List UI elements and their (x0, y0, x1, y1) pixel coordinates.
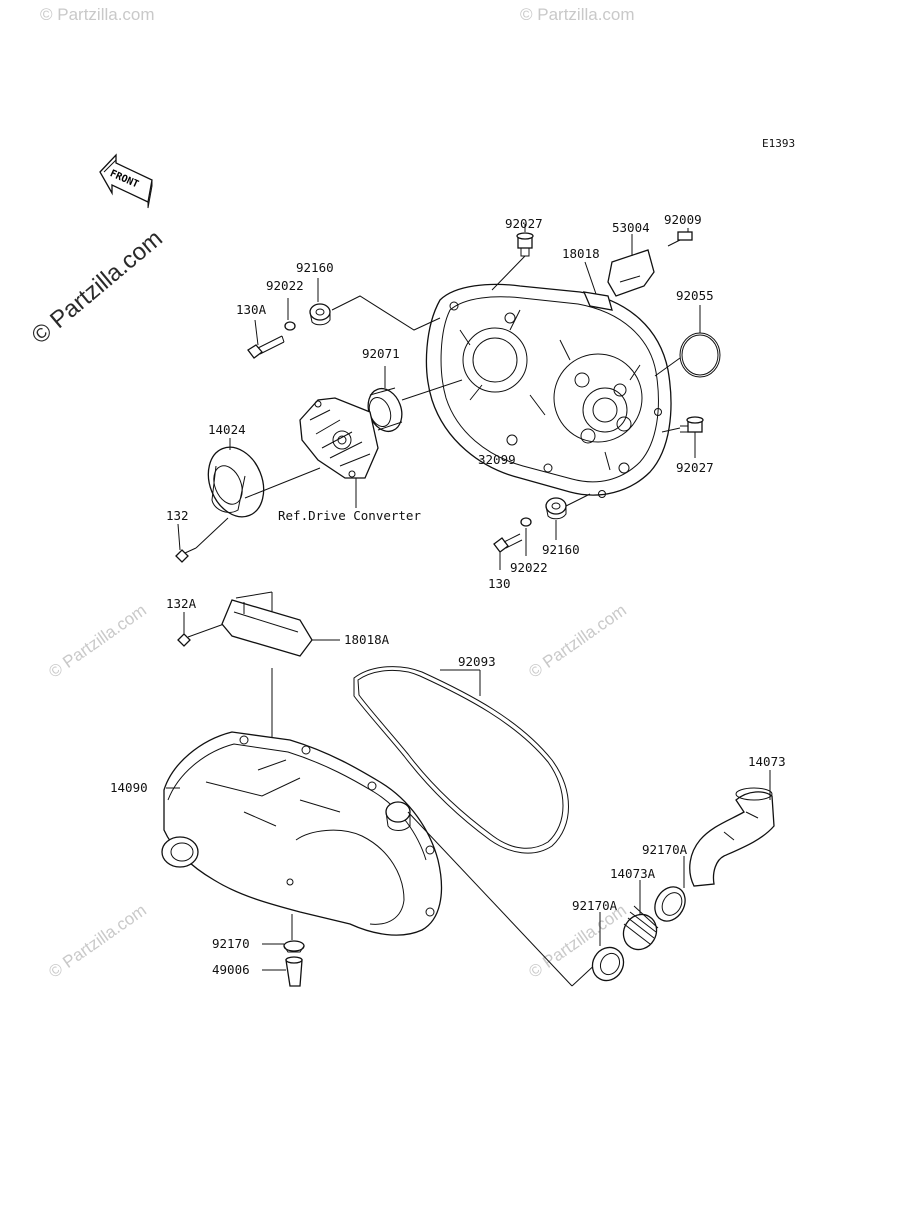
part-label[interactable]: 18018 (562, 246, 600, 261)
bolt-132[interactable] (175, 547, 197, 563)
part-label[interactable]: 130A (236, 302, 267, 317)
gasket-92093[interactable] (353, 666, 569, 854)
outer-cover-14090[interactable] (161, 731, 443, 936)
bolt-92027-right[interactable] (680, 416, 704, 433)
part-label[interactable]: 92009 (664, 212, 702, 227)
ref-note: Ref.Drive Converter (278, 508, 421, 523)
drive-converter-ref (299, 397, 379, 479)
bolt-130A[interactable] (247, 335, 285, 359)
watermark-text: © Partzilla.com (40, 5, 155, 24)
collar-92160-bottom[interactable] (545, 497, 567, 520)
part-label[interactable]: 92071 (362, 346, 400, 361)
bolt-92027-top[interactable] (516, 232, 534, 257)
bracket-18018[interactable] (582, 291, 613, 311)
washer-92022-bottom[interactable] (520, 517, 532, 527)
part-label[interactable]: 14073A (610, 866, 656, 881)
front-arrow-icon: FRONT (99, 153, 153, 209)
part-label[interactable]: 92027 (676, 460, 714, 475)
part-label[interactable]: 92093 (458, 654, 496, 669)
cover-14024[interactable] (198, 439, 273, 525)
part-label[interactable]: 92055 (676, 288, 714, 303)
watermark-text: © Partzilla.com (520, 5, 635, 24)
screw-92009[interactable] (667, 231, 693, 247)
part-label[interactable]: 92027 (505, 216, 543, 231)
bolt-132A[interactable] (177, 623, 225, 647)
part-label[interactable]: 92022 (266, 278, 304, 293)
part-label[interactable]: 92160 (542, 542, 580, 557)
watermark-text: © Partzilla.com (45, 601, 150, 682)
collar-92160-top[interactable] (309, 303, 331, 326)
washer-92022-top[interactable] (284, 321, 296, 331)
watermark-text: © Partzilla.com (525, 601, 630, 682)
part-label[interactable]: 92022 (510, 560, 548, 575)
bolt-130[interactable] (493, 533, 523, 553)
part-label[interactable]: 92170A (572, 898, 618, 913)
part-label[interactable]: 14024 (208, 422, 246, 437)
duct-14073[interactable] (689, 787, 775, 887)
inner-cover-32099[interactable] (425, 283, 672, 498)
part-label[interactable]: 53004 (612, 220, 650, 235)
part-label[interactable]: 132 (166, 508, 189, 523)
part-label[interactable]: 32099 (478, 452, 516, 467)
watermark-text: © Partzilla.com (45, 901, 150, 982)
bracket-18018A[interactable] (221, 599, 313, 657)
part-label[interactable]: 132A (166, 596, 197, 611)
plate-53004[interactable] (607, 249, 655, 297)
clamp-92170A-upper[interactable] (649, 881, 691, 926)
clamp-92170[interactable] (283, 940, 305, 953)
part-label[interactable]: 14090 (110, 780, 148, 795)
part-label[interactable]: 92160 (296, 260, 334, 275)
part-label[interactable]: 92170 (212, 936, 250, 951)
oring-92055[interactable] (679, 332, 721, 378)
part-label[interactable]: 130 (488, 576, 511, 591)
diagram-code: E1393 (762, 137, 795, 150)
partzilla-watermark: © Partzilla.com (27, 225, 168, 350)
drain-hose-49006[interactable] (285, 956, 303, 987)
part-labels: 92027 53004 92009 18018 92160 92022 130A… (110, 212, 786, 977)
boot-14073A[interactable] (617, 905, 663, 956)
part-label[interactable]: 18018A (344, 632, 390, 647)
part-label[interactable]: 49006 (212, 962, 250, 977)
part-label[interactable]: 14073 (748, 754, 786, 769)
clamp-92170A-lower[interactable] (587, 942, 630, 986)
part-label[interactable]: 92170A (642, 842, 688, 857)
